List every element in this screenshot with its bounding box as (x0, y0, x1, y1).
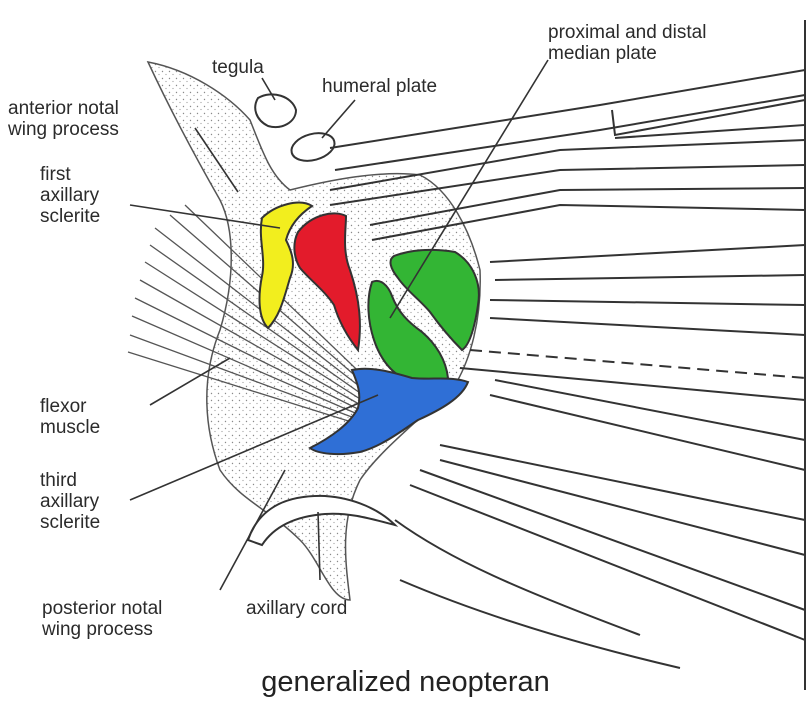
label-posterior-notal-line1: posterior notal (42, 598, 162, 619)
label-median-plate-line1: proximal and distal (548, 22, 706, 43)
label-third-axillary-line2: axillary (40, 491, 100, 512)
label-third-axillary: third axillary sclerite (40, 470, 100, 533)
label-posterior-notal-line2: wing process (42, 619, 162, 640)
label-axillary-cord-text: axillary cord (246, 598, 347, 619)
label-first-axillary-line1: first (40, 164, 100, 185)
label-median-plate: proximal and distal median plate (548, 22, 706, 64)
label-anterior-notal-line1: anterior notal (8, 98, 119, 119)
label-first-axillary: first axillary sclerite (40, 164, 100, 227)
label-anterior-notal: anterior notal wing process (8, 98, 119, 140)
label-flexor-line1: flexor (40, 396, 100, 417)
label-third-axillary-line1: third (40, 470, 100, 491)
label-first-axillary-line2: axillary (40, 185, 100, 206)
label-humeral-plate: humeral plate (322, 76, 437, 97)
label-tegula-text: tegula (212, 57, 264, 78)
label-flexor-muscle: flexor muscle (40, 396, 100, 438)
label-median-plate-line2: median plate (548, 43, 706, 64)
tegula-shape (255, 94, 296, 127)
label-axillary-cord: axillary cord (246, 598, 347, 619)
label-posterior-notal: posterior notal wing process (42, 598, 162, 640)
label-flexor-line2: muscle (40, 417, 100, 438)
label-first-axillary-line3: sclerite (40, 206, 100, 227)
label-third-axillary-line3: sclerite (40, 512, 100, 533)
label-tegula: tegula (212, 57, 264, 78)
diagram-caption: generalized neopteran (0, 666, 811, 699)
label-anterior-notal-line2: wing process (8, 119, 119, 140)
label-humeral-plate-text: humeral plate (322, 76, 437, 97)
